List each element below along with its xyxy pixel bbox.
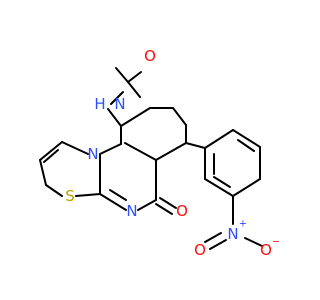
nitro-oxygen-left: O xyxy=(194,241,206,259)
amide-nitrogen-atom: N xyxy=(114,95,125,113)
bond xyxy=(99,143,122,155)
negative-charge: − xyxy=(272,237,280,248)
bond xyxy=(110,91,124,105)
bond xyxy=(45,184,63,197)
bond xyxy=(39,159,47,186)
molecule-canvas: O H N N S N O N + O O − xyxy=(39,47,281,259)
bond xyxy=(109,189,127,201)
nitro-nitrogen-atom: N xyxy=(227,225,238,243)
bond xyxy=(204,232,222,243)
bond xyxy=(120,107,151,127)
bond xyxy=(204,129,234,149)
bond xyxy=(61,141,89,155)
positive-charge: + xyxy=(239,219,247,230)
bond xyxy=(75,193,101,197)
oxygen-atom-top: O xyxy=(144,47,156,65)
bond xyxy=(204,178,234,197)
bond xyxy=(99,193,127,211)
bond xyxy=(155,142,187,161)
bond xyxy=(209,239,227,250)
bond xyxy=(124,142,157,161)
bond xyxy=(39,141,63,161)
bond xyxy=(115,67,129,83)
bond xyxy=(159,197,177,209)
bond-group xyxy=(39,67,263,250)
fused-nitrogen-atom: N xyxy=(87,145,98,163)
structure-drawing: O H N N S N O N + O O − xyxy=(39,47,280,259)
bond xyxy=(232,129,261,148)
hydrogen-atom: H xyxy=(94,95,105,113)
nitro-oxygen-right: O xyxy=(260,241,272,259)
bond xyxy=(213,176,231,188)
oxygen-atom-bottom: O xyxy=(176,202,188,220)
bond xyxy=(127,71,142,83)
bond xyxy=(155,203,173,215)
bond xyxy=(244,237,263,247)
sulfur-atom: S xyxy=(65,187,75,205)
bond xyxy=(185,142,206,149)
bond xyxy=(107,108,122,127)
bond xyxy=(237,139,255,152)
bond xyxy=(43,149,59,163)
bond xyxy=(127,81,141,98)
ring-nitrogen-atom: N xyxy=(126,202,137,220)
bond xyxy=(232,178,261,197)
bond xyxy=(137,199,157,211)
bond xyxy=(172,107,187,126)
